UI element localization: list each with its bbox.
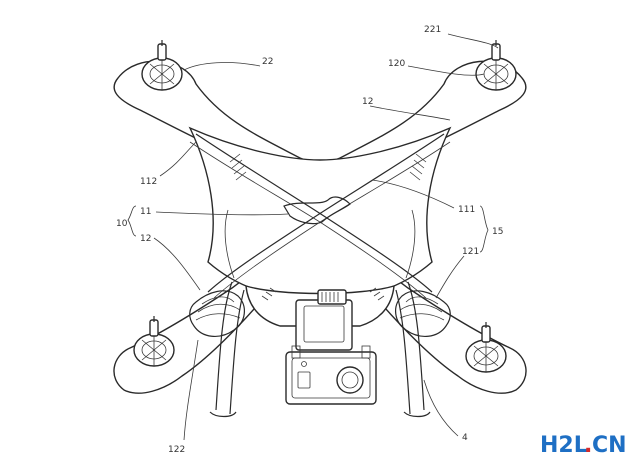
label-122: 122 [168, 445, 185, 455]
label-12-left: 12 [140, 234, 151, 244]
leader-lines [153, 33, 499, 441]
label-4: 4 [462, 433, 468, 443]
motor-top-right [475, 40, 517, 91]
svg-text:CN: CN [592, 433, 627, 458]
camera-port [297, 371, 311, 389]
gimbal-mount [317, 289, 347, 305]
collar-bottom-right [395, 290, 451, 337]
motor-bottom-right [465, 322, 507, 373]
camera-screw [301, 361, 307, 367]
label-22: 22 [262, 57, 273, 67]
landing-gear-left-foot [209, 411, 237, 418]
label-10: 10 [116, 219, 128, 229]
shell-strip-b2 [213, 141, 451, 299]
camera-inner [291, 357, 371, 399]
label-12-top: 12 [362, 97, 373, 107]
strut-upper-right [405, 209, 416, 279]
svg-text:H2L: H2L [540, 433, 588, 458]
shell-strip-a [195, 133, 433, 293]
motor-top-left [141, 40, 183, 91]
label-111: 111 [458, 205, 475, 215]
landing-gear-right [395, 281, 425, 415]
vent-marks-right [409, 153, 427, 181]
label-15: 15 [492, 227, 503, 237]
bracket-15 [479, 205, 489, 253]
vent-marks-left [229, 153, 247, 181]
camera-lens-inner [341, 371, 359, 389]
top-indicator [283, 196, 351, 225]
label-221: 221 [424, 25, 441, 35]
lower-vents [261, 287, 385, 301]
camera-side-right [361, 345, 371, 359]
camera-side-left [291, 345, 301, 359]
gimbal-top-inner [303, 305, 345, 343]
gimbal-mount-ridges [321, 292, 339, 302]
motor-bottom-left [133, 316, 175, 367]
label-120: 120 [388, 59, 405, 69]
svg-text:.: . [584, 433, 592, 458]
strut-upper-left [224, 209, 235, 279]
collar-bottom-left [189, 290, 245, 337]
camera-lens [336, 366, 364, 394]
shell-strip-b [207, 133, 445, 293]
landing-gear-left [215, 281, 245, 415]
bracket-10 [127, 205, 137, 237]
label-121: 121 [462, 247, 479, 257]
label-112: 112 [140, 177, 157, 187]
label-11: 11 [140, 207, 151, 217]
landing-gear-right-foot [403, 411, 431, 418]
watermark-logo: H2L . CN [540, 433, 627, 458]
